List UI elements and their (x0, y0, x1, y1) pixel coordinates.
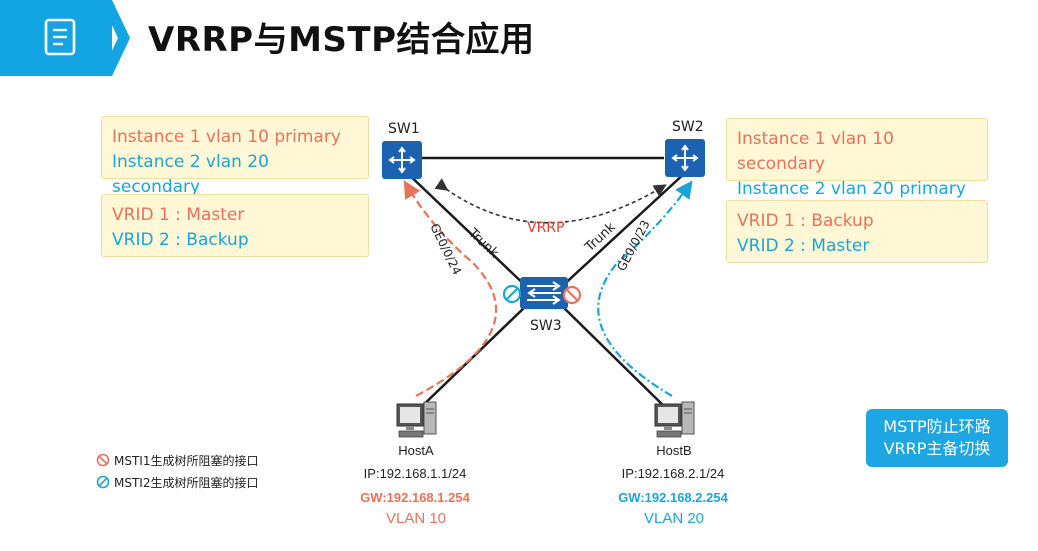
hostb-pc-icon (654, 401, 695, 438)
sw2-label: SW2 (672, 119, 704, 135)
sw1-instance2-text: Instance 2 vlan 20 secondary (112, 152, 269, 197)
document-list-icon (44, 18, 76, 56)
link-sw2-sw3 (557, 171, 687, 291)
page-title: VRRP与MSTP结合应用 (148, 20, 535, 60)
sw1-instance-note: Instance 1 vlan 10 primary Instance 2 vl… (101, 116, 369, 197)
msti1-blocked-port-icon (562, 285, 582, 305)
vrrp-heartbeat-arc (434, 178, 667, 224)
msti1-block-icon (96, 453, 110, 467)
sw2-vrid-note: VRID 1 : Backup VRID 2 : Master (726, 200, 988, 263)
msti2-blocked-port-icon (502, 284, 522, 304)
sw3-switch-icon[interactable] (520, 277, 568, 309)
summary-badge: MSTP防止环路 VRRP主备切换 (866, 409, 1008, 467)
link-sw3-hostb (561, 305, 671, 413)
port-right-label: GE0/0/23 (614, 218, 652, 274)
instance1-path (403, 180, 498, 397)
msti2-block-icon (96, 475, 110, 489)
legend-msti1: MSTI1生成树所阻塞的接口 (96, 452, 258, 469)
sw2-instance2-text: Instance 2 vlan 20 primary (737, 179, 966, 199)
legend-msti2-text: MSTI2生成树所阻塞的接口 (114, 476, 259, 490)
hosta-pc-icon (396, 401, 437, 438)
sw2-instance1-text: Instance 1 vlan 10 secondary (737, 129, 894, 174)
hostb-gw: GW:192.168.2.254 (618, 490, 728, 505)
sw3-label: SW3 (530, 318, 562, 334)
legend-msti1-text: MSTI1生成树所阻塞的接口 (114, 454, 259, 468)
header-chevron (100, 0, 130, 76)
sw1-label: SW1 (388, 121, 420, 137)
link-sw1-sw3 (403, 169, 531, 291)
hostb-ip: IP:192.168.2.1/24 (621, 466, 725, 481)
hostb-name: HostB (656, 443, 692, 458)
trunk-left-label: Trunk (465, 225, 502, 261)
hosta-ip: IP:192.168.1.1/24 (363, 466, 467, 481)
sw1-vrid-note: VRID 1 : Master VRID 2 : Backup (101, 194, 369, 257)
legend-msti2: MSTI2生成树所阻塞的接口 (96, 474, 258, 491)
sw2-vrid1-text: VRID 1 : Backup (737, 211, 874, 231)
sw2-router-icon[interactable] (665, 139, 705, 177)
vrrp-label: VRRP (527, 220, 564, 236)
hosta-name: HostA (398, 443, 434, 458)
instance2-path (597, 180, 693, 397)
sw1-router-icon[interactable] (382, 141, 422, 179)
sw2-instance-note: Instance 1 vlan 10 secondary Instance 2 … (726, 118, 988, 199)
hosta-vlan: VLAN 10 (385, 510, 447, 527)
hostb-vlan: VLAN 20 (643, 510, 705, 527)
slide-header: VRRP与MSTP结合应用 (0, 0, 1038, 76)
sw2-vrid2-text: VRID 2 : Master (737, 236, 870, 256)
badge-line2: VRRP主备切换 (883, 439, 991, 458)
badge-line1: MSTP防止环路 (883, 417, 991, 436)
sw1-instance1-text: Instance 1 vlan 10 primary (112, 127, 341, 147)
hosta-gw: GW:192.168.1.254 (360, 490, 470, 505)
sw1-vrid1-text: VRID 1 : Master (112, 205, 245, 225)
sw1-vrid2-text: VRID 2 : Backup (112, 230, 249, 250)
